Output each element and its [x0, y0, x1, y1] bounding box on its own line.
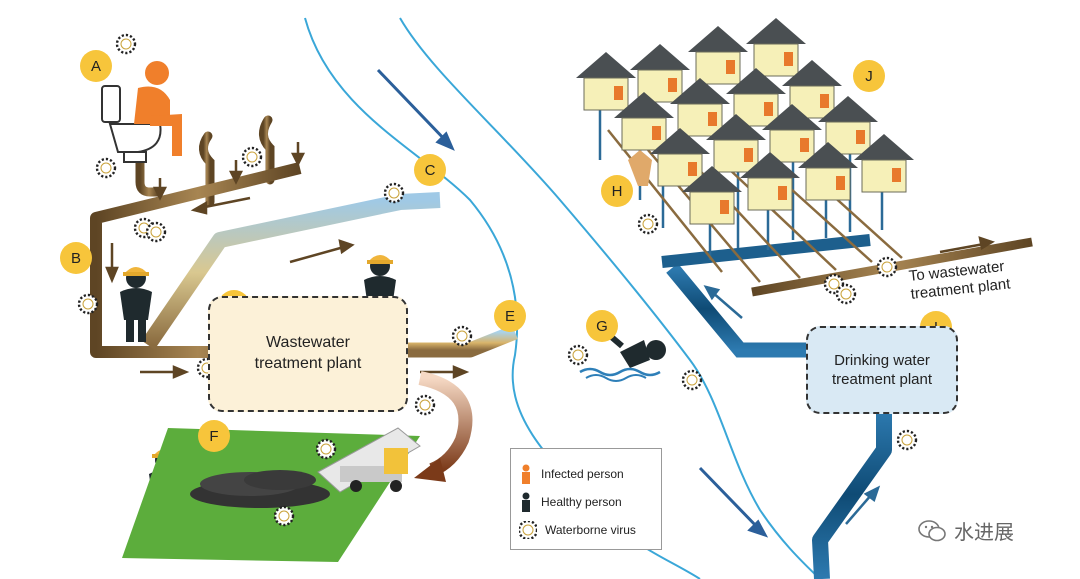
faucet-icon — [628, 150, 652, 186]
watermark-text: 水进展 — [954, 520, 1014, 544]
legend-infected-label: Infected person — [541, 467, 624, 481]
label-b: B — [60, 242, 92, 274]
drinking-water-treatment-plant: Drinking water treatment plant — [806, 326, 958, 414]
label-h: H — [601, 175, 633, 207]
river-bank-right — [399, 17, 821, 579]
wastewater-plant-line1: Wastewater — [266, 334, 350, 352]
label-g: G — [586, 310, 618, 342]
infected-person-legend-icon — [522, 464, 530, 484]
label-e: E — [494, 300, 526, 332]
drinking-plant-line1: Drinking water — [834, 351, 930, 369]
legend-item-healthy: Healthy person — [519, 491, 622, 513]
legend-item-virus: Waterborne virus — [519, 519, 636, 541]
wechat-icon — [918, 519, 946, 541]
wastewater-plant-line2: treatment plant — [254, 355, 362, 372]
legend-item-infected: Infected person — [519, 463, 624, 485]
toilet-icon — [101, 85, 162, 163]
biosolids-pile-icon — [190, 470, 330, 508]
label-c: C — [414, 154, 446, 186]
wastewater-treatment-plant: Wastewater treatment plant — [208, 296, 408, 412]
drinking-plant-line2: treatment plant — [831, 371, 933, 388]
swimmer-icon — [606, 331, 666, 368]
label-j: J — [853, 60, 885, 92]
legend: Infected person Healthy person Waterborn… — [510, 448, 662, 550]
infected-person-icon — [134, 61, 182, 156]
healthy-person-icon-b — [120, 267, 152, 342]
label-a: A — [80, 50, 112, 82]
watermark: 水进展 — [918, 516, 1014, 545]
virus-legend-icon — [519, 521, 537, 539]
legend-virus-label: Waterborne virus — [545, 523, 636, 537]
label-f: F — [198, 420, 230, 452]
healthy-person-legend-icon — [522, 492, 530, 512]
dump-truck-icon — [317, 427, 421, 493]
legend-healthy-label: Healthy person — [541, 495, 622, 509]
